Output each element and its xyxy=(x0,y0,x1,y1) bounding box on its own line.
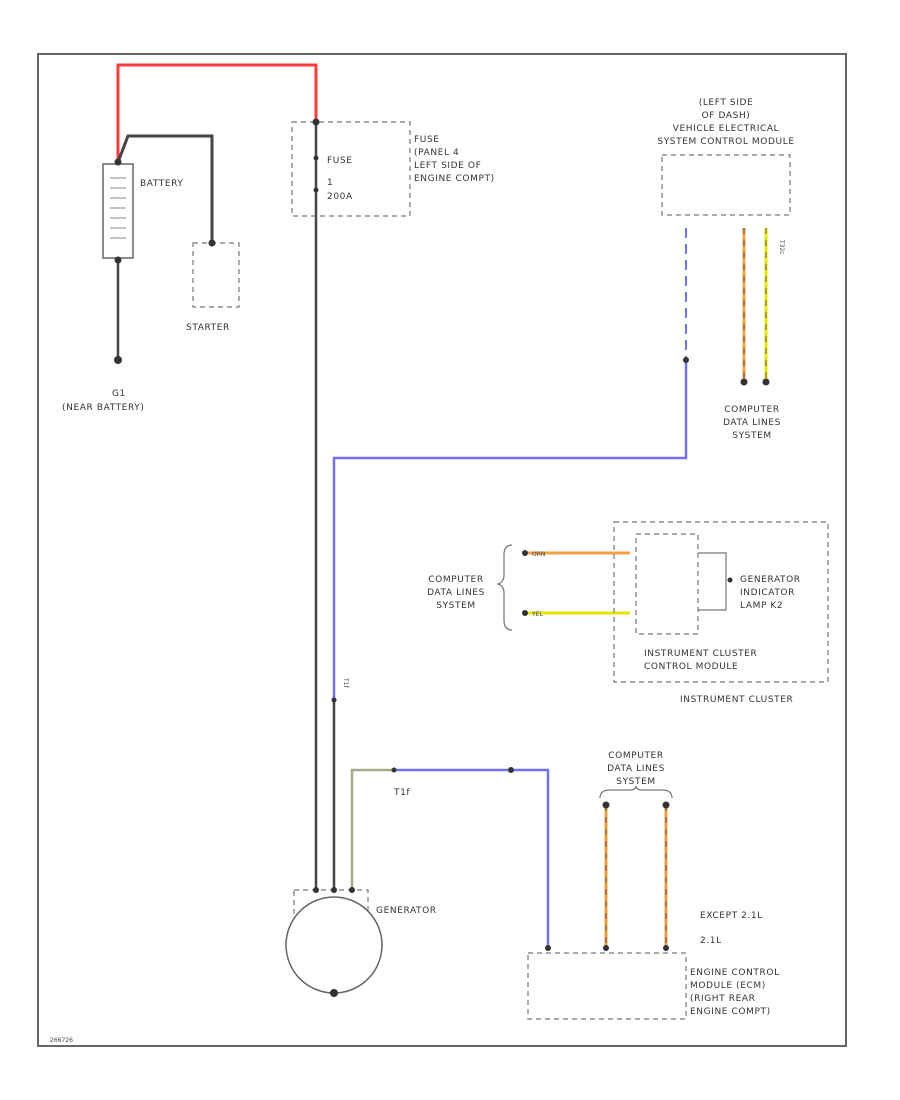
generator-label: GENERATOR xyxy=(376,906,437,916)
fuse-location-line1: FUSE xyxy=(414,135,440,145)
battery-label: BATTERY xyxy=(140,179,184,189)
cluster-wire-yel-label: YEL xyxy=(531,611,543,618)
fuse-location-line2: (PANEL 4 xyxy=(414,148,459,158)
ecm-blue-terminal xyxy=(545,945,551,951)
cluster-module-line1: INSTRUMENT CLUSTER xyxy=(644,649,757,659)
battery-positive-wire xyxy=(116,63,318,162)
vescm-line3: VEHICLE ELECTRICAL xyxy=(673,124,779,134)
instrument-cluster-label: INSTRUMENT CLUSTER xyxy=(680,695,793,705)
cdl-bottom-line1: COMPUTER xyxy=(608,751,663,761)
ecm-data-terminal-2 xyxy=(662,801,670,809)
cluster-data-terminal-orn xyxy=(522,550,528,556)
battery-negative-terminal xyxy=(114,256,122,264)
ecm-line2: MODULE (ECM) xyxy=(690,981,766,991)
ecm-line3: (RIGHT REAR xyxy=(690,994,755,1004)
fuse-element-bottom xyxy=(313,187,319,193)
fuse-top-terminal xyxy=(312,118,320,126)
instrument-cluster-box xyxy=(613,521,829,683)
cdl-bottom-line2: DATA LINES xyxy=(607,764,665,774)
vescm-line1: (LEFT SIDE xyxy=(699,98,754,108)
fuse-location-line4: ENGINE COMPT) xyxy=(414,174,495,184)
fuse-panel-box xyxy=(291,121,411,217)
fuse-number: 1 xyxy=(327,178,333,188)
ground-g1-sublabel: (NEAR BATTERY) xyxy=(62,403,144,413)
cdl-top-line1: COMPUTER xyxy=(724,405,779,415)
vescm-pin-label: T32c xyxy=(778,239,785,255)
cdl-mid-line1: COMPUTER xyxy=(428,575,483,585)
cdl-mid-line2: DATA LINES xyxy=(427,588,485,598)
ecm-variant1: EXCEPT 2.1L xyxy=(700,911,763,921)
generator-terminal-wire xyxy=(350,768,394,890)
cdl-bottom-brace xyxy=(599,785,673,799)
ecm-line1: ENGINE CONTROL xyxy=(690,968,780,978)
generator-terminal-b xyxy=(313,887,319,893)
cluster-control-module-box xyxy=(635,533,699,635)
generator-ecm-blue-wire xyxy=(394,768,550,948)
t1f-lower-label: T1f xyxy=(393,788,410,798)
generator-ground xyxy=(330,989,338,997)
diagram-code: 266726 xyxy=(50,1037,73,1044)
cdl-bottom-line3: SYSTEM xyxy=(616,777,655,787)
vescm-data-terminal-1 xyxy=(740,378,748,386)
indicator-line3: LAMP K2 xyxy=(740,601,783,611)
indicator-line1: GENERATOR xyxy=(740,575,801,585)
cluster-wire-orn-label: ORN xyxy=(532,551,545,558)
starter-terminal xyxy=(208,239,216,247)
vescm-blue-splice xyxy=(683,357,689,363)
fuse-element-top xyxy=(313,155,319,161)
battery-positive-terminal xyxy=(114,158,122,166)
ground-g1-point xyxy=(114,356,122,364)
vescm-line2: OF DASH) xyxy=(702,111,751,121)
vescm-box xyxy=(661,154,791,216)
ecm-box xyxy=(527,952,687,1020)
blue-wire-splice xyxy=(508,767,514,773)
cdl-mid-brace xyxy=(496,544,513,631)
ecm-line4: ENGINE COMPT) xyxy=(690,1007,771,1017)
t1f-upper-label: T1f xyxy=(342,677,349,688)
indicator-lamp-point xyxy=(727,577,733,583)
battery-starter-wire xyxy=(116,134,214,243)
fuse-label: FUSE xyxy=(327,156,353,166)
ecm-data-terminal-1 xyxy=(602,801,610,809)
fuse-rating: 200A xyxy=(327,192,353,202)
generator-symbol xyxy=(285,896,383,994)
starter-label: STARTER xyxy=(186,323,230,333)
vescm-line4: SYSTEM CONTROL MODULE xyxy=(657,137,794,147)
ecm-variant2: 2.1L xyxy=(700,936,722,946)
vescm-generator-blue-wire xyxy=(332,360,688,700)
ground-g1-label: G1 xyxy=(112,389,126,399)
generator-terminal-l xyxy=(331,887,337,893)
indicator-lamp-circuit xyxy=(698,552,727,611)
battery-cells xyxy=(110,177,126,239)
cluster-data-terminal-yel xyxy=(522,610,528,616)
ecm-data-pin-2 xyxy=(663,945,669,951)
generator-terminal-dfm xyxy=(349,887,355,893)
t1f-upper-connector xyxy=(331,697,337,703)
cdl-top-line2: DATA LINES xyxy=(723,418,781,428)
battery-symbol xyxy=(102,163,134,259)
cluster-module-line2: CONTROL MODULE xyxy=(644,662,738,672)
cdl-top-line3: SYSTEM xyxy=(732,431,771,441)
indicator-line2: INDICATOR xyxy=(740,588,795,598)
fuse-location-line3: LEFT SIDE OF xyxy=(414,161,481,171)
vescm-data-terminal-2 xyxy=(762,378,770,386)
t1f-lower-connector xyxy=(391,767,397,773)
starter-box xyxy=(192,242,240,308)
ecm-data-pin-1 xyxy=(603,945,609,951)
diagram-frame xyxy=(37,53,847,1047)
cdl-mid-line3: SYSTEM xyxy=(436,601,475,611)
